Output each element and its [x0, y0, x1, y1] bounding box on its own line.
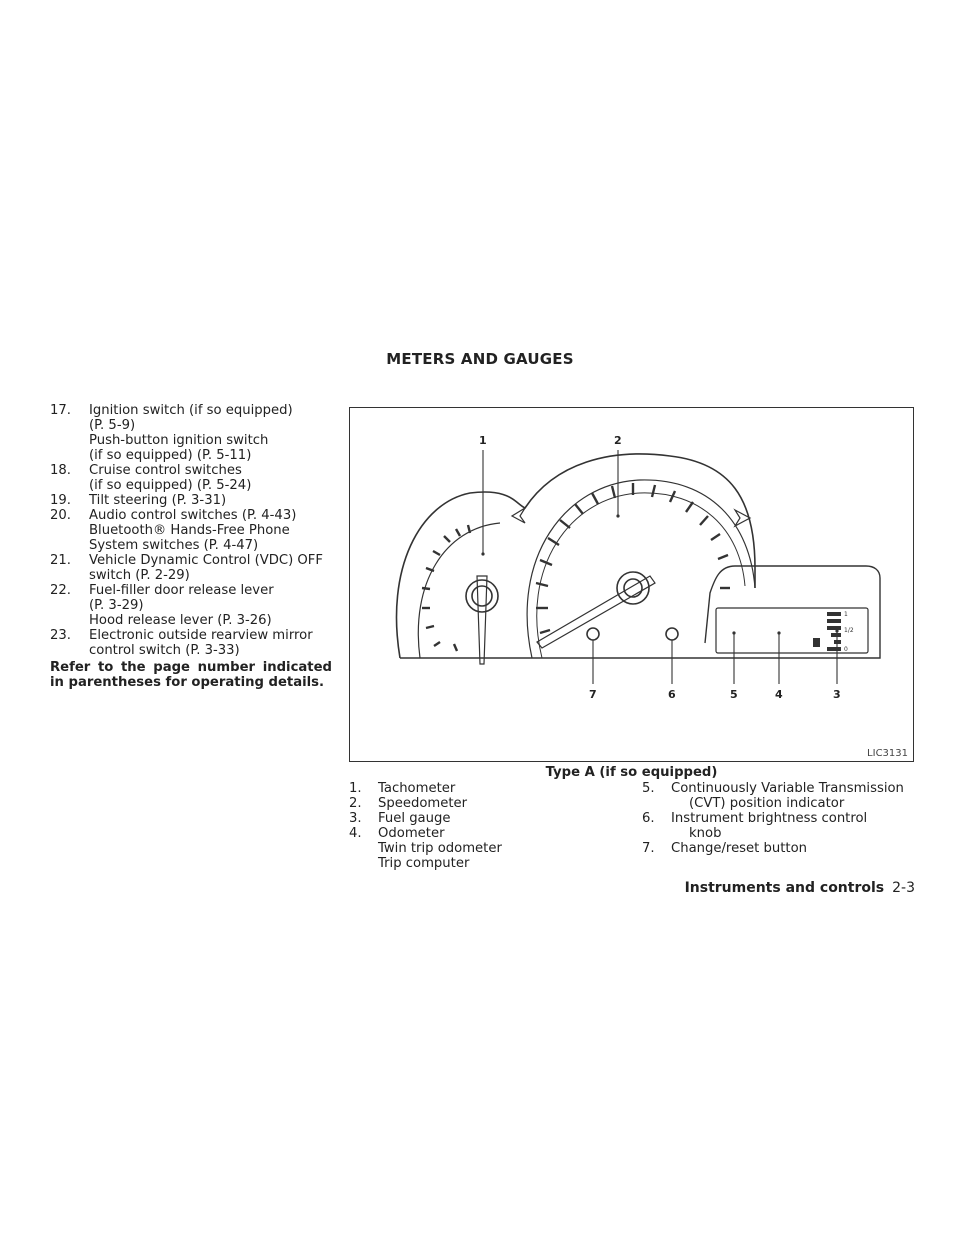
legend-number: 6.	[642, 811, 655, 826]
item-text-cont: switch (P. 2-29)	[89, 568, 190, 583]
fuel-scale-full: 1	[844, 611, 848, 618]
item-text-cont: (P. 5-9)	[89, 418, 136, 433]
item-text-cont: (P. 3-29)	[89, 598, 144, 613]
component-list: 17. Ignition switch (if so equipped) (P. …	[50, 403, 332, 690]
legend-subtext: Twin trip odometer	[378, 841, 502, 856]
item-subtext: Push-button ignition switch	[89, 433, 269, 448]
legend-number: 2.	[349, 796, 362, 811]
legend-number: 7.	[642, 841, 655, 856]
item-text: Tilt steering (P. 3-31)	[89, 493, 227, 508]
legend-text: Fuel gauge	[378, 811, 451, 826]
legend-text: Continuously Variable Transmission	[671, 781, 904, 796]
fuel-scale-empty: 0	[844, 646, 848, 653]
item-text: Cruise control switches	[89, 463, 242, 478]
item-number: 23.	[50, 628, 71, 643]
callout-7: 7	[589, 688, 597, 701]
callout-5: 5	[730, 688, 738, 701]
item-number: 20.	[50, 508, 71, 523]
legend-right: 5. Continuously Variable Transmission (CV…	[642, 781, 917, 856]
legend-text: Change/reset button	[671, 841, 808, 856]
item-subtext: Bluetooth® Hands-Free Phone	[89, 523, 290, 538]
legend-item: 7. Change/reset button	[642, 841, 917, 856]
legend-item: 4. Odometer	[349, 826, 599, 841]
item-number: 18.	[50, 463, 71, 478]
list-item: 22. Fuel-filler door release lever (P. 3-…	[50, 583, 332, 628]
legend-text-cont: knob	[689, 826, 722, 841]
item-text-cont: control switch (P. 3-33)	[89, 643, 240, 658]
page-number: 2-3	[892, 880, 915, 896]
legend-number: 4.	[349, 826, 362, 841]
legend-left: 1.Tachometer 2.Speedometer 3.Fuel gauge …	[349, 781, 599, 871]
chapter-title: Instruments and controls	[684, 880, 885, 896]
item-subtext: (if so equipped) (P. 5-11)	[89, 448, 252, 463]
page-footer: Instruments and controls 2-3	[685, 880, 915, 896]
list-item: 17. Ignition switch (if so equipped) (P. …	[50, 403, 332, 463]
legend-item: 6. Instrument brightness control	[642, 811, 917, 826]
legend-text: Odometer	[378, 826, 445, 841]
fuel-scale-half: 1/2	[844, 627, 854, 634]
list-item: 18. Cruise control switches (if so equipp…	[50, 463, 332, 493]
legend-number: 5.	[642, 781, 655, 796]
item-number: 19.	[50, 493, 71, 508]
cluster-illustration: 1 2 7 6 5 4 3 1 1/2 0	[395, 434, 881, 701]
instrument-cluster-figure: 1 2 7 6 5 4 3 1 1/2 0 LIC3131	[349, 407, 914, 762]
list-item: 21. Vehicle Dynamic Control (VDC) OFF swi…	[50, 553, 332, 583]
item-subtext: System switches (P. 4-47)	[89, 538, 259, 553]
legend-item: 1. Tachometer	[349, 781, 599, 796]
item-number: 21.	[50, 553, 71, 568]
legend-text: Tachometer	[378, 781, 456, 796]
callout-4: 4	[775, 688, 783, 701]
legend-text: Instrument brightness control	[671, 811, 868, 826]
legend-item: 2. Speedometer	[349, 796, 599, 811]
list-item: 23. Electronic outside rearview mirror co…	[50, 628, 332, 658]
legend-subtext: Trip computer	[378, 856, 470, 871]
list-item: 19. Tilt steering (P. 3-31)	[50, 493, 332, 508]
item-text: Audio control switches (P. 4-43)	[89, 508, 297, 523]
list-item: 20. Audio control switches (P. 4-43) Blue…	[50, 508, 332, 553]
callout-3: 3	[833, 688, 841, 701]
legend-number: 1.	[349, 781, 362, 796]
legend-number: 3.	[349, 811, 362, 826]
item-number: 17.	[50, 403, 71, 418]
item-text: Ignition switch (if so equipped)	[89, 403, 293, 418]
item-text-cont: (if so equipped) (P. 5-24)	[89, 478, 252, 493]
item-text: Electronic outside rearview mirror	[89, 628, 313, 643]
item-text: Fuel-filler door release lever	[89, 583, 274, 598]
item-number: 22.	[50, 583, 71, 598]
legend-text: Speedometer	[378, 796, 468, 811]
item-text: Vehicle Dynamic Control (VDC) OFF	[89, 553, 323, 568]
figure-code: LIC3131	[867, 748, 908, 759]
legend-text-cont: (CVT) position indicator	[689, 796, 845, 811]
legend-item: 3. Fuel gauge	[349, 811, 599, 826]
operating-note: Refer to the page number indicated in pa…	[50, 660, 332, 690]
legend-item: 5. Continuously Variable Transmission	[642, 781, 917, 796]
section-title: METERS AND GAUGES	[386, 350, 574, 368]
callout-6: 6	[668, 688, 676, 701]
callout-1: 1	[479, 434, 487, 447]
item-subtext: Hood release lever (P. 3-26)	[89, 613, 272, 628]
callout-2: 2	[614, 434, 622, 447]
figure-caption: Type A (if so equipped)	[545, 765, 718, 780]
